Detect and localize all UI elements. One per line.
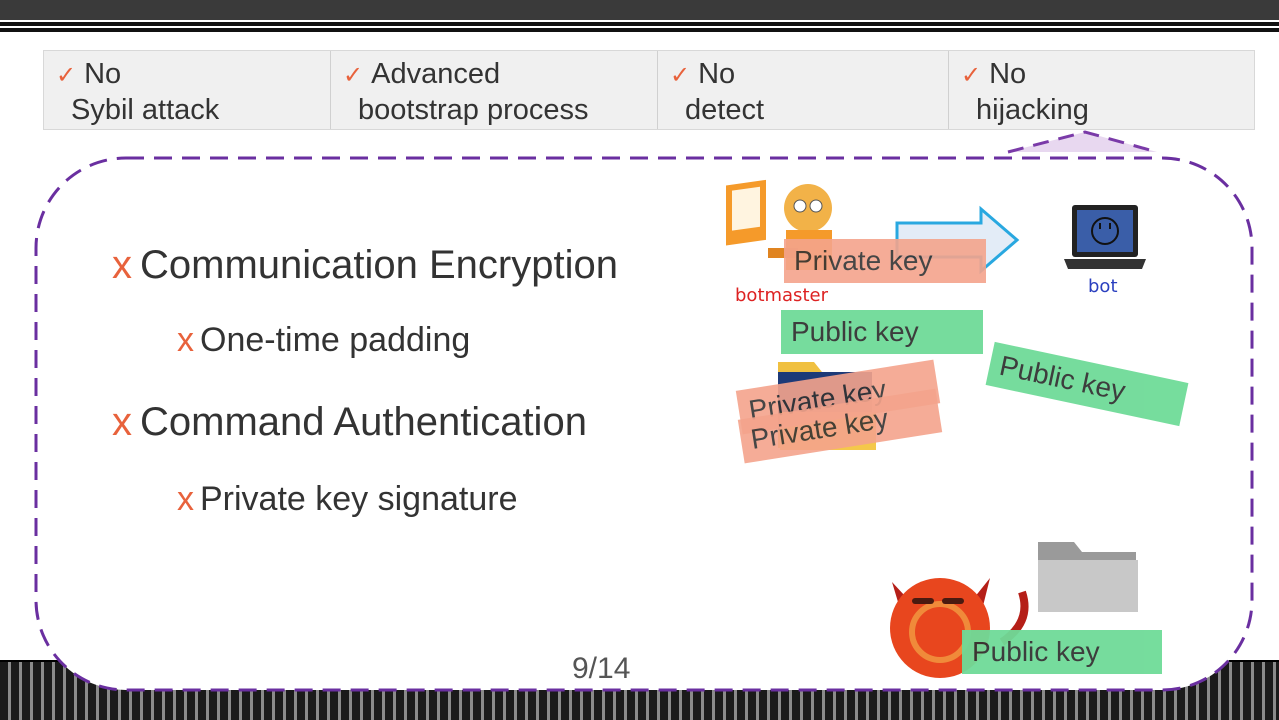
bot-laptop-icon xyxy=(1064,205,1146,269)
feature-checklist: ✓ No Sybil attack ✓ Advanced bootstrap pro… xyxy=(43,50,1255,130)
check-icon: ✓ xyxy=(343,62,364,89)
top-bar xyxy=(0,0,1279,20)
check-no-sybil: ✓ No Sybil attack xyxy=(44,51,331,129)
page-number: 9/14 xyxy=(572,652,631,685)
sub-marker: x xyxy=(177,321,194,359)
check-no-detect: ✓ No detect xyxy=(658,51,949,129)
check-icon: ✓ xyxy=(56,62,77,89)
check-icon: ✓ xyxy=(961,62,982,89)
check-icon: ✓ xyxy=(670,62,691,89)
top-divider-highlight xyxy=(0,26,1279,28)
botmaster-label: botmaster xyxy=(735,285,828,306)
check-no-hijacking: ✓ No hijacking xyxy=(949,51,1254,129)
bullet-marker: x xyxy=(112,400,132,444)
sub-marker: x xyxy=(177,480,194,518)
grey-folder-icon xyxy=(1038,542,1138,612)
check-title: Advanced xyxy=(371,58,501,90)
private-key-top: Private key xyxy=(784,239,986,283)
check-detail: detect xyxy=(685,94,764,126)
sub-text: Private key signature xyxy=(200,480,518,518)
public-key-top: Public key xyxy=(781,310,983,354)
check-title: No xyxy=(698,58,736,90)
check-title: No xyxy=(989,58,1027,90)
check-bootstrap: ✓ Advanced bootstrap process xyxy=(331,51,658,129)
bullet-text: Communication Encryption xyxy=(140,243,618,287)
bot-label: bot xyxy=(1088,276,1118,297)
bullet-marker: x xyxy=(112,243,132,287)
sub-text: One-time padding xyxy=(200,321,471,359)
check-detail: Sybil attack xyxy=(71,94,220,126)
callout-border xyxy=(34,156,1254,692)
check-title: No xyxy=(84,58,122,90)
public-key-bottom: Public key xyxy=(962,630,1162,674)
callout-pointer xyxy=(1007,130,1158,154)
check-detail: bootstrap process xyxy=(358,94,589,126)
check-detail: hijacking xyxy=(976,94,1089,126)
bullet-text: Command Authentication xyxy=(140,400,587,444)
